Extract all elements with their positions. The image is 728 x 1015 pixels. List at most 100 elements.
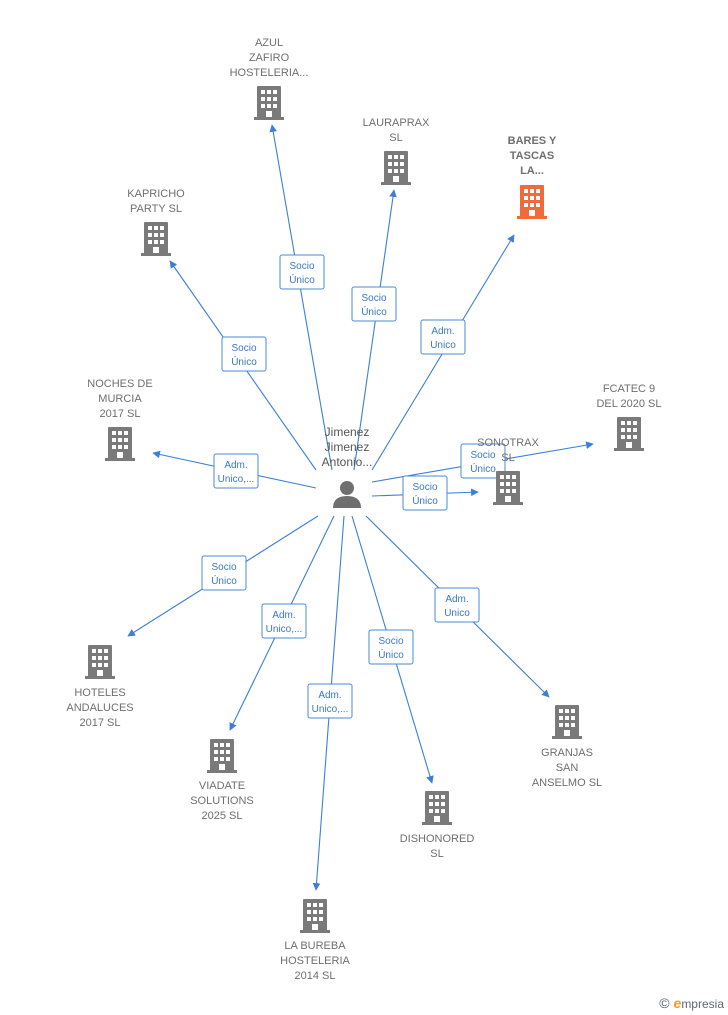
building-icon[interactable] — [614, 417, 644, 451]
company-label-line: DEL 2020 SL — [596, 398, 661, 410]
company-label-line: LA BUREBA — [284, 940, 346, 952]
edge-label-line: Socio — [412, 482, 437, 493]
edge-label-box[interactable] — [368, 629, 414, 665]
edge-label-line: Unico,... — [266, 624, 303, 635]
edge-label-box[interactable] — [460, 443, 506, 479]
edge-label-box[interactable] — [221, 336, 267, 372]
edge-label-line: Socio — [361, 293, 386, 304]
brand-watermark: © empresia — [659, 995, 724, 1011]
edge-label-line: Adm. — [445, 594, 468, 605]
building-icon[interactable] — [493, 471, 523, 505]
edges-layer: SocioÚnicoSocioÚnicoAdm.UnicoSocioÚnicoA… — [127, 124, 594, 891]
company-label-line: LA... — [520, 165, 544, 177]
company-node-fcatec[interactable]: FCATEC 9 DEL 2020 SL — [596, 383, 662, 451]
edge-label-box[interactable] — [420, 319, 466, 355]
company-label-line: 2025 SL — [202, 810, 243, 822]
company-label-line: SL — [501, 452, 514, 464]
edge-label-box[interactable] — [434, 587, 480, 623]
person-label-line: Jimenez — [325, 425, 370, 439]
building-icon[interactable] — [552, 705, 582, 739]
edge-label-line: Único — [231, 355, 257, 368]
edge-label-box[interactable] — [351, 286, 397, 322]
brand-logo-initial: e — [673, 995, 682, 1011]
company-label-line: 2014 SL — [295, 970, 336, 982]
building-icon[interactable] — [85, 645, 115, 679]
company-label-line: ANSELMO SL — [532, 777, 602, 789]
edge-label-line: Único — [412, 494, 438, 507]
edge-viadate[interactable]: Adm. Unico,... — [229, 515, 335, 731]
edge-label-line: Adm. — [431, 326, 454, 337]
edge-label-line: Único — [361, 305, 387, 318]
edge-label-line: Socio — [378, 636, 403, 647]
company-node-granjas[interactable]: GRANJAS SAN ANSELMO SL — [532, 705, 602, 789]
edge-line — [269, 124, 333, 471]
edge-label-box[interactable] — [307, 683, 353, 719]
person-icon[interactable] — [333, 481, 361, 508]
edge-label-line: Unico — [430, 340, 456, 351]
company-node-lauraprax[interactable]: LAURAPRAX SL — [363, 117, 430, 185]
person-label-line: Antonio... — [322, 455, 373, 469]
company-node-bares[interactable]: BARES YTASCASLA... — [508, 135, 557, 219]
company-label-line: HOTELES — [74, 687, 125, 699]
edge-label-line: Unico — [444, 608, 470, 619]
edge-label-line: Único — [378, 648, 404, 661]
company-label-line: 2017 SL — [100, 408, 141, 420]
edge-noches[interactable]: Adm. Unico,... — [152, 450, 317, 489]
building-icon[interactable] — [105, 427, 135, 461]
building-icon[interactable] — [381, 151, 411, 185]
company-label-line: HOSTELERIA... — [230, 67, 309, 79]
company-label-line: DISHONORED — [400, 833, 475, 845]
company-label-line: LAURAPRAX — [363, 117, 430, 129]
building-icon[interactable] — [254, 86, 284, 120]
company-label-line: FCATEC 9 — [603, 383, 655, 395]
company-node-azul[interactable]: AZULZAFIROHOSTELERIA... — [230, 37, 309, 120]
edge-label-line: Socio — [470, 450, 495, 461]
company-label-line: AZUL — [255, 37, 283, 49]
company-label-line: SL — [430, 848, 443, 860]
building-icon[interactable] — [141, 222, 171, 256]
building-icon[interactable] — [422, 791, 452, 825]
edge-bureba[interactable]: Adm.Unico,... — [307, 515, 353, 891]
building-icon[interactable] — [300, 899, 330, 933]
company-label-line: SL — [389, 132, 402, 144]
edge-label-box[interactable] — [261, 603, 307, 639]
edge-label-line: Adm. — [272, 610, 295, 621]
edge-label-line: Unico,... — [312, 704, 349, 715]
edge-label-line: Adm. — [224, 460, 247, 471]
company-node-bureba[interactable]: LA BUREBA HOSTELERIA 2014 SL — [280, 899, 351, 982]
edge-label-line: Socio — [289, 261, 314, 272]
building-icon[interactable] — [207, 739, 237, 773]
company-node-dishonored[interactable]: DISHONORED SL — [400, 791, 475, 860]
edge-label-box[interactable] — [201, 555, 247, 591]
company-label-line: 2017 SL — [80, 717, 121, 729]
center-node[interactable]: JimenezJimenezAntonio... — [322, 425, 373, 508]
edge-granjas[interactable]: Adm. Unico — [365, 515, 550, 698]
edge-label-line: Unico,... — [218, 474, 255, 485]
edge-label-box[interactable] — [402, 475, 448, 511]
building-icon[interactable] — [517, 185, 547, 219]
company-label-line: SAN — [556, 762, 579, 774]
edge-label-box[interactable] — [279, 254, 325, 290]
brand-name: mpresia — [681, 997, 724, 1011]
company-label-line: VIADATE — [199, 780, 245, 792]
edge-bares[interactable]: Adm. Unico — [371, 234, 515, 471]
company-label-line: HOSTELERIA — [280, 955, 350, 967]
company-label-line: TASCAS — [510, 150, 554, 162]
company-label-line: GRANJAS — [541, 747, 593, 759]
edge-label-box[interactable] — [213, 453, 259, 489]
edge-label-line: Único — [289, 273, 315, 286]
